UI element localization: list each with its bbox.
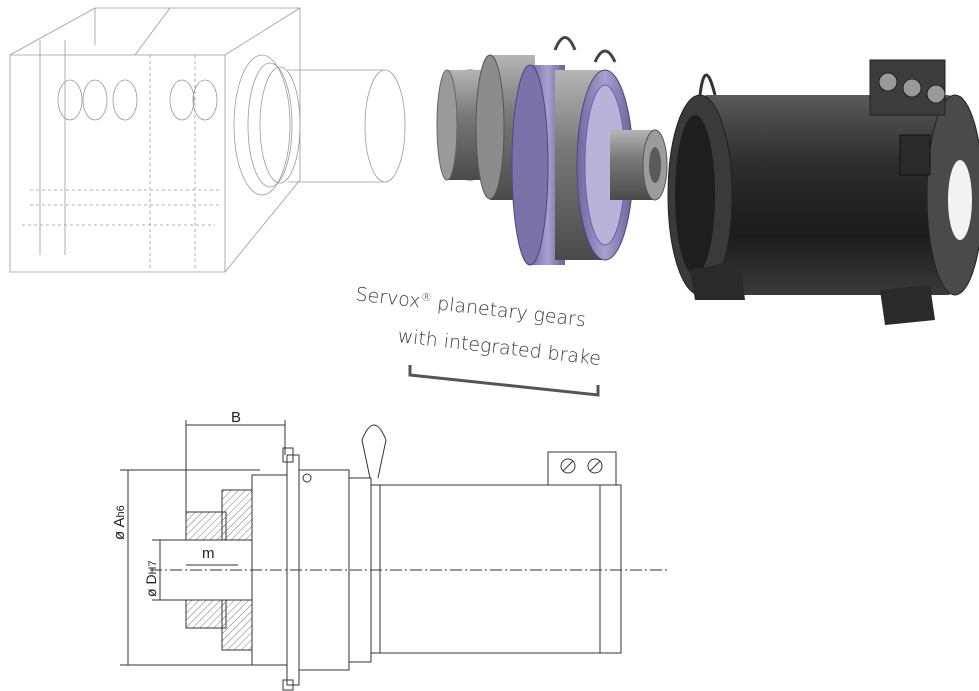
- dimension-label-m: m: [202, 545, 215, 562]
- planetary-gear-unit: [436, 36, 668, 266]
- caption-bracket: [408, 365, 600, 397]
- gearbox-housing-wireframe: [9, 7, 406, 273]
- dimension-d-main: ø D: [143, 574, 159, 597]
- dimension-a-main: ø A: [111, 517, 128, 540]
- dimension-label-b: B: [231, 409, 242, 426]
- servo-motor: [667, 59, 979, 325]
- dimension-a-tolerance: h6: [115, 505, 127, 518]
- dimension-label-a: ø Ah6: [111, 505, 128, 540]
- dimension-d-tolerance: H7: [147, 560, 159, 575]
- dimension-label-d: ø DH7: [143, 560, 159, 597]
- technical-drawing: [120, 420, 670, 691]
